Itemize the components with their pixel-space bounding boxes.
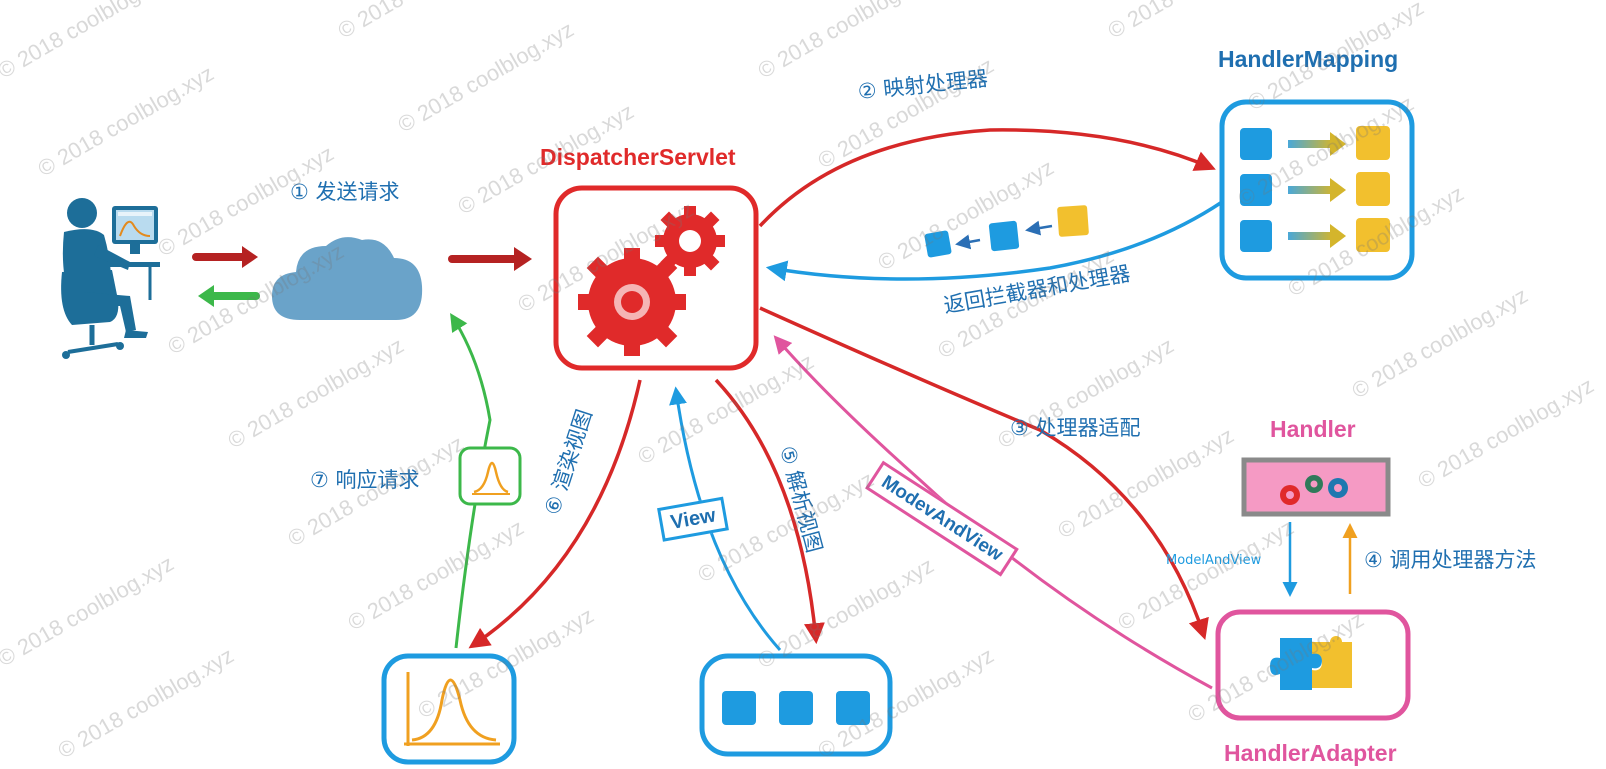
request-arrow-to-cloud <box>192 246 258 268</box>
handler-node <box>1241 457 1391 517</box>
step3-label: ③ 处理器适配 <box>1010 416 1141 440</box>
handler-mapping-node <box>1219 99 1415 281</box>
dispatcher-servlet-title: DispatcherServlet <box>540 144 736 170</box>
step1-label: ① 发送请求 <box>290 180 400 204</box>
interceptor-chain-icon <box>924 205 1089 258</box>
step6-arrow <box>468 379 642 649</box>
response-view-icon <box>458 446 522 506</box>
client-user-at-computer-icon <box>61 198 160 359</box>
handler-mapping-title: HandlerMapping <box>1218 46 1399 72</box>
puzzle-icon <box>1270 636 1352 690</box>
mapping-row-3 <box>1240 218 1390 252</box>
dispatcher-servlet-node <box>553 185 759 371</box>
response-arrow-to-client <box>198 285 260 307</box>
small-gear-icon <box>655 206 725 276</box>
handler-adapter-title: HandlerAdapter <box>1224 740 1397 766</box>
request-arrow-to-dispatcher <box>448 247 532 271</box>
step2-arrow <box>758 128 1216 228</box>
rendered-view-node <box>381 653 517 765</box>
step4-label: ④ 调用处理器方法 <box>1364 548 1537 572</box>
handler-title: Handler <box>1270 416 1356 442</box>
step7-label: ⑦ 响应请求 <box>310 468 420 492</box>
step3-arrow <box>759 306 1209 640</box>
step4-return-label: ModelAndView <box>1166 553 1262 568</box>
mapping-row-2 <box>1240 172 1390 206</box>
view-return-arrow <box>669 386 782 651</box>
handler-adapter-node <box>1215 609 1411 721</box>
view-resolver-node <box>699 653 893 757</box>
step7-arrow <box>450 312 492 649</box>
mapping-row-1 <box>1240 126 1390 160</box>
model-and-view-return-arrow <box>773 335 1213 690</box>
gear-icon <box>578 248 686 356</box>
return-interceptors-arrow <box>765 200 1223 282</box>
network-cloud-icon <box>272 237 423 320</box>
step5-arrow <box>714 378 825 645</box>
